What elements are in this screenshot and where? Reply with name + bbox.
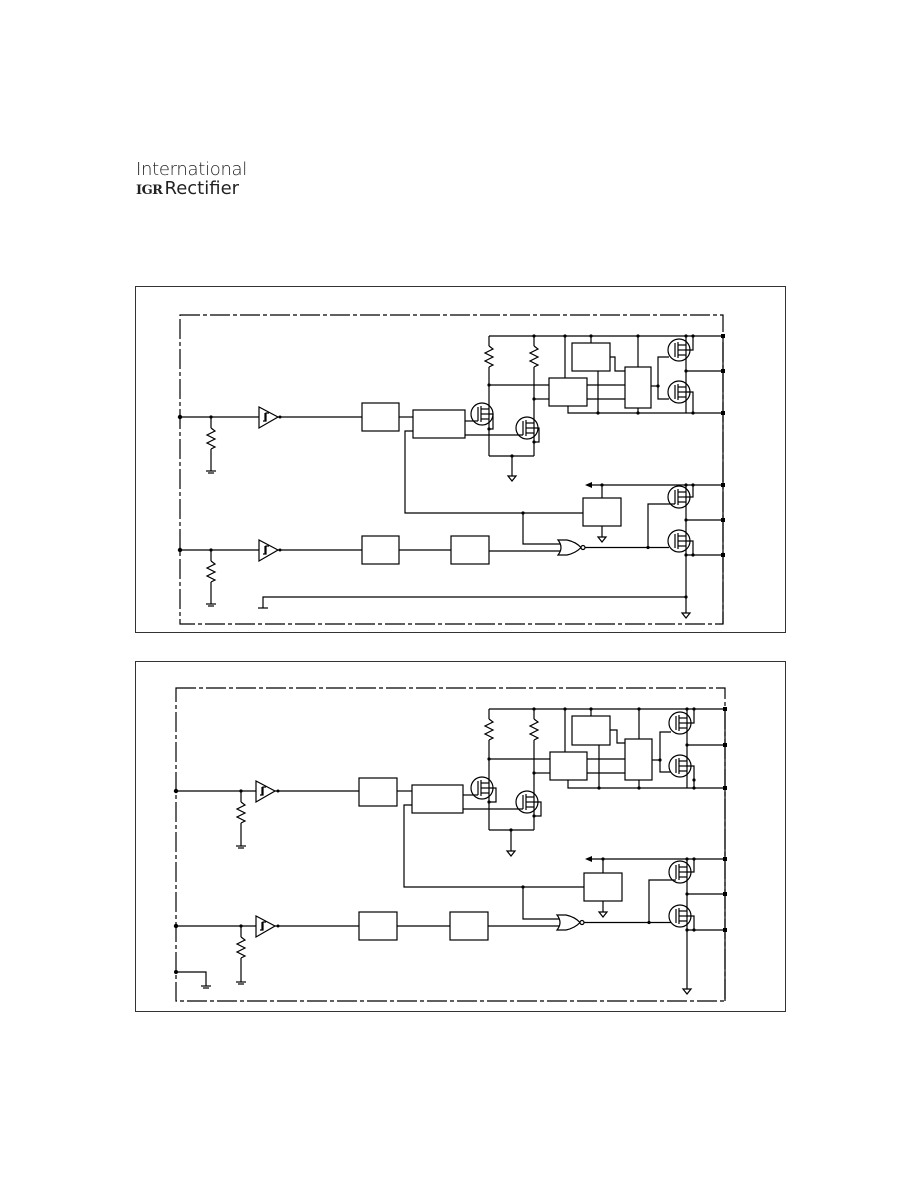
uv-detect-block [571, 342, 611, 372]
latch-block [548, 377, 588, 407]
nor-gate-icon [555, 914, 581, 931]
ic-boundary [179, 314, 724, 625]
uv-lockout-block [583, 872, 623, 902]
input-2-channel [177, 535, 669, 607]
schmitt-trigger-icon [255, 915, 277, 939]
ground-icon [506, 475, 518, 482]
ground-icon [597, 911, 609, 918]
input-2-channel [173, 911, 671, 989]
latch-block [549, 751, 588, 781]
level-shifter [463, 707, 725, 857]
low-side-output [583, 856, 727, 995]
pulldown-resistor-icon [205, 427, 217, 450]
block-diagram-2 [135, 661, 786, 1012]
block-diagram-1 [135, 286, 786, 633]
logo-rectifier-text: Rectifier [164, 178, 240, 199]
logic-block [361, 402, 400, 432]
resistor-icon [528, 718, 540, 741]
logo-line-international: International [136, 159, 247, 180]
schmitt-trigger-icon [258, 406, 280, 430]
arrow-left-icon [585, 856, 592, 862]
logic-block [358, 777, 398, 807]
input-pin-1 [173, 788, 179, 794]
delay-block [449, 911, 489, 941]
logic-block [358, 911, 398, 941]
pulse-generator-block [411, 784, 464, 814]
ic-boundary [175, 687, 726, 1002]
input-1-channel [177, 402, 583, 545]
pulldown-resistor-icon [235, 936, 247, 959]
high-side-output [668, 707, 727, 790]
schmitt-trigger-icon [258, 539, 280, 563]
ground-icon [505, 850, 517, 857]
driver-block [624, 738, 653, 781]
input-pin-1 [177, 414, 183, 420]
ground-icon [680, 612, 692, 619]
resistor-icon [483, 718, 495, 741]
schematic-2 [173, 687, 727, 1002]
pulldown-resistor-icon [235, 801, 247, 824]
input-pin-2 [177, 547, 183, 553]
input-1-channel [173, 777, 584, 920]
high-side-logic [548, 334, 723, 415]
ground-icon [681, 988, 693, 995]
logic-block [361, 535, 400, 565]
resistor-icon [528, 345, 540, 368]
resistor-icon [483, 345, 495, 368]
high-side-logic [549, 707, 725, 790]
pulse-generator-block [412, 409, 466, 439]
schematic-1 [177, 314, 725, 625]
schmitt-trigger-icon [255, 780, 277, 804]
level-shifter [465, 334, 723, 482]
arrow-left-icon [585, 482, 592, 488]
uv-detect-block [571, 715, 611, 746]
input-pin-2 [173, 923, 179, 929]
igr-mark: IGR [136, 183, 163, 198]
uv-lockout-block [582, 497, 622, 527]
high-side-output [667, 334, 725, 415]
delay-block [450, 535, 490, 565]
driver-block [624, 366, 652, 409]
pulldown-resistor-icon [205, 560, 217, 583]
nor-gate-icon [556, 539, 582, 556]
ground-icon [596, 536, 608, 543]
